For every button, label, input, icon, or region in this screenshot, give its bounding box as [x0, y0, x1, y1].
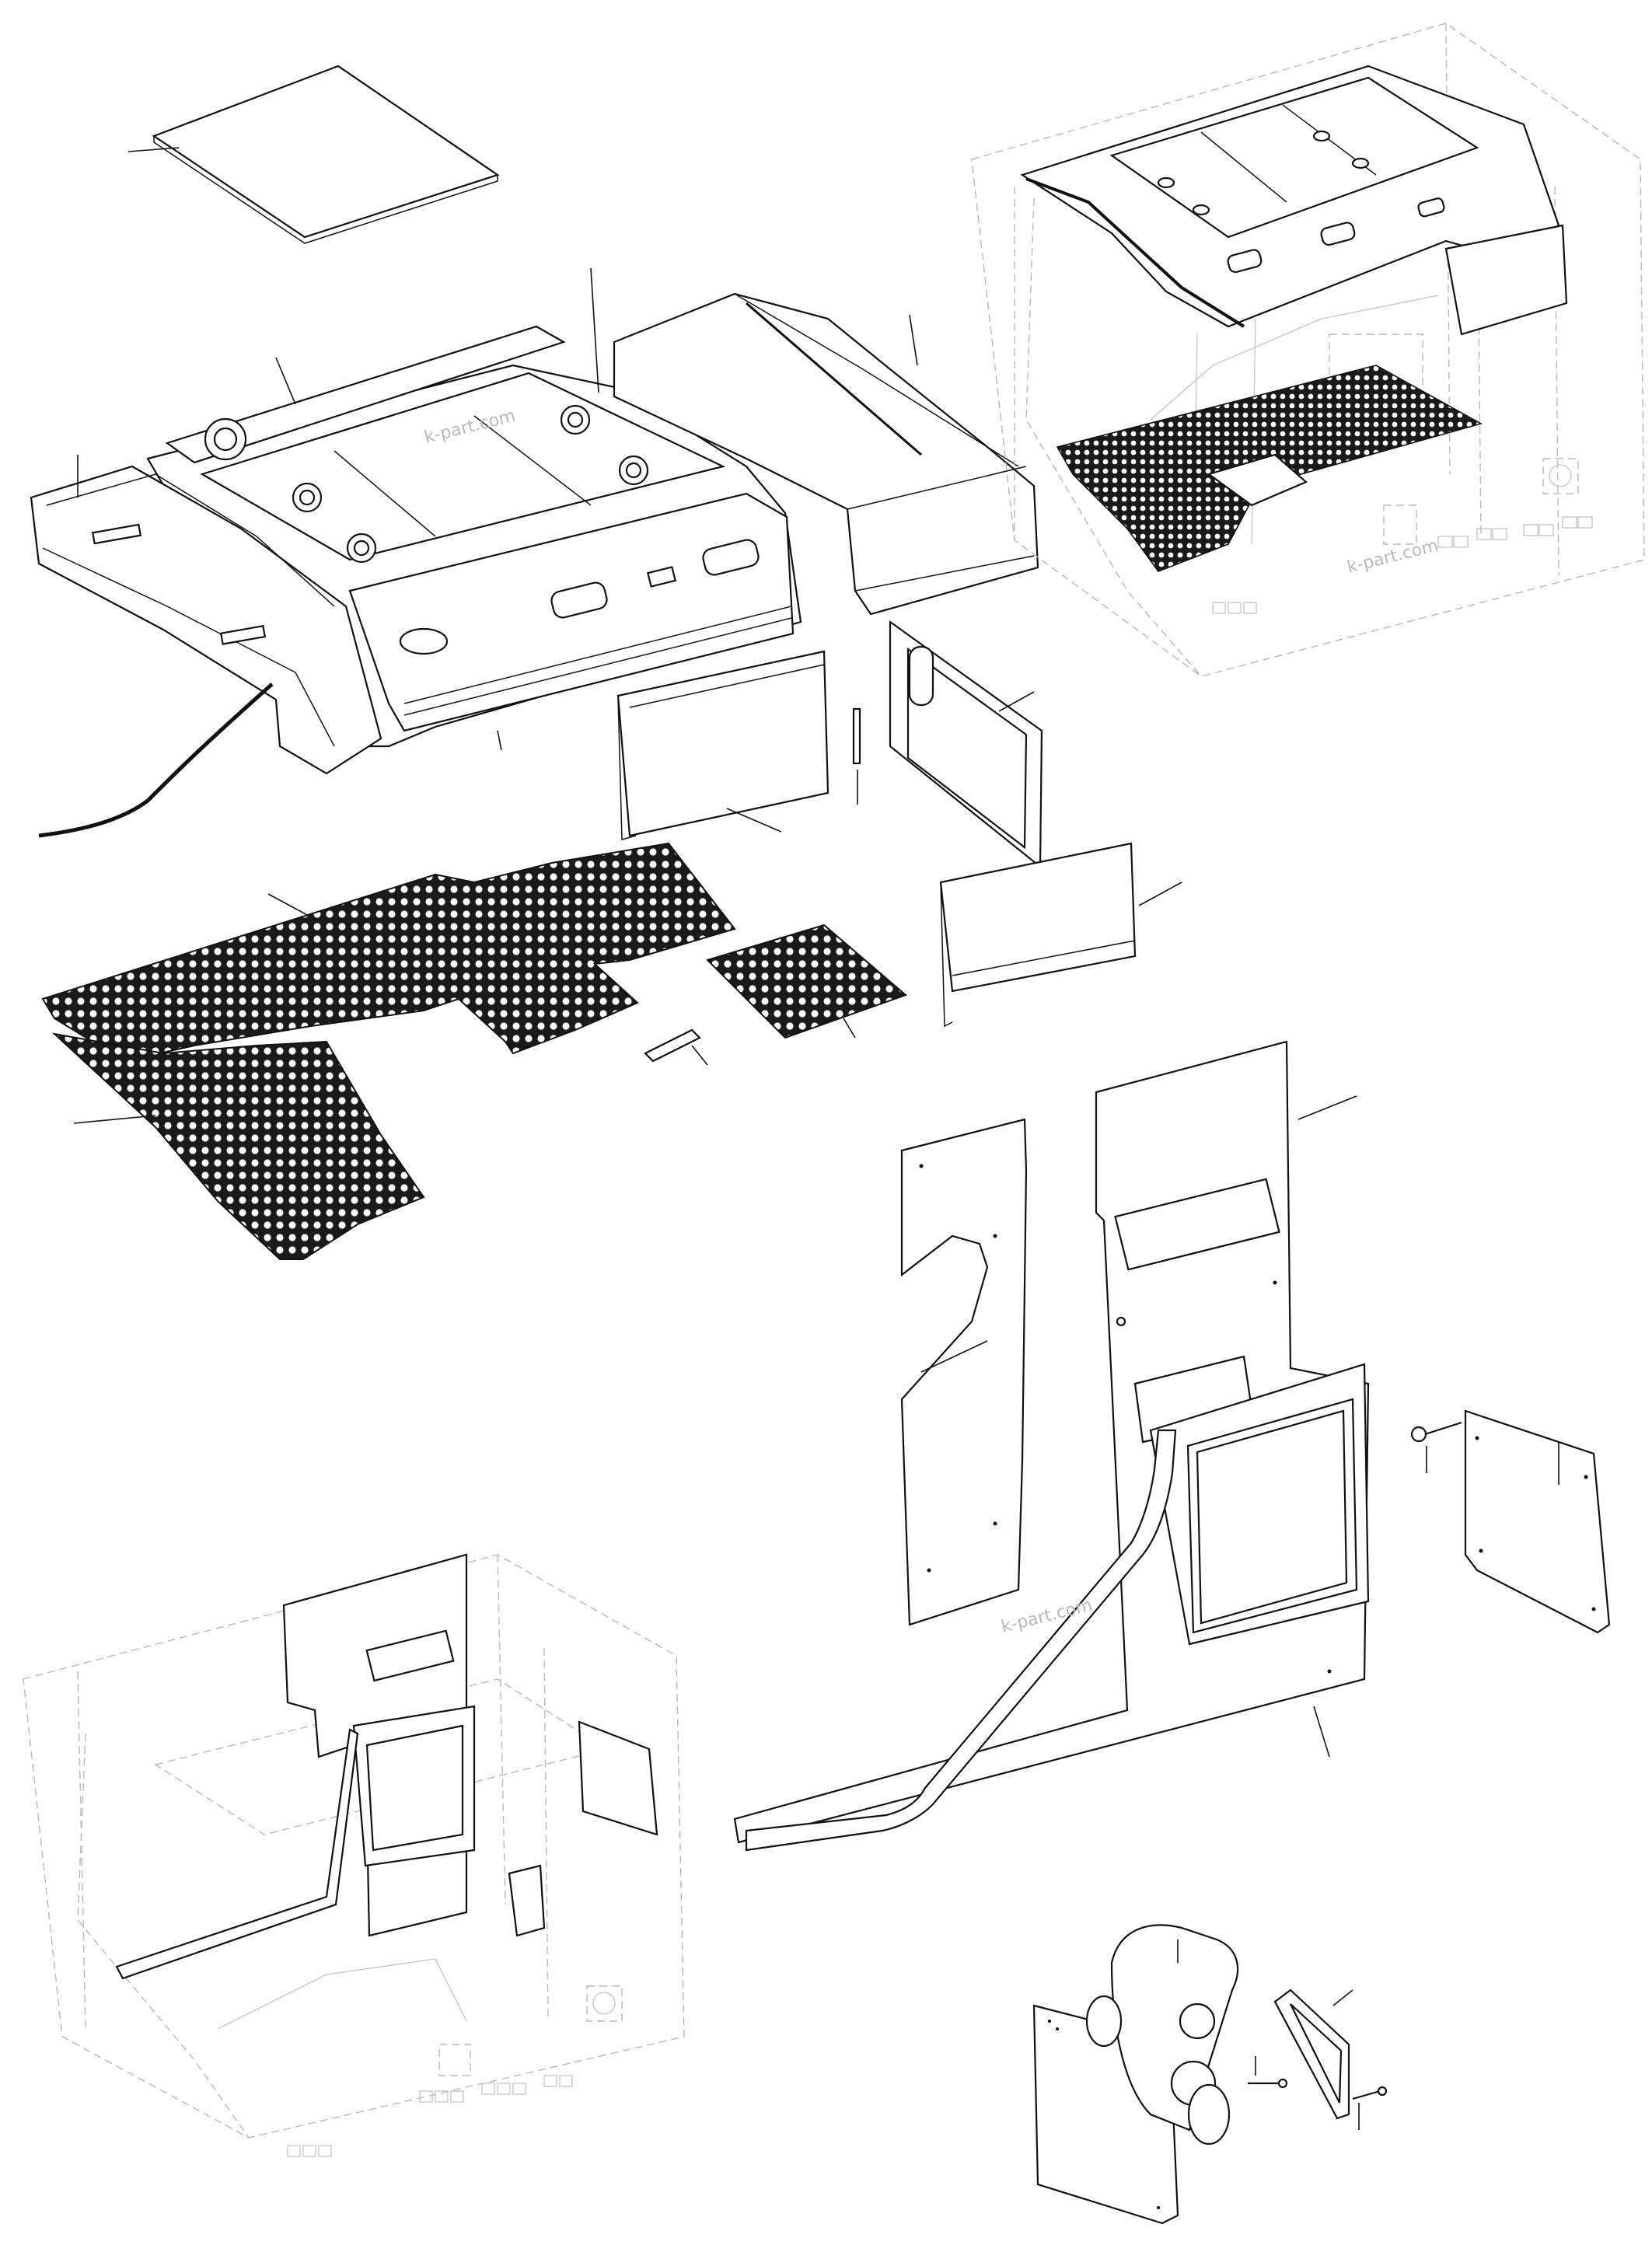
mat-trim-strip: [644, 1028, 708, 1066]
rear-window-frame: [745, 1363, 1370, 1852]
cab-assembly-top-right: [971, 23, 1645, 677]
floor-mat-lower: [51, 1032, 425, 1260]
window-frame-panel: [889, 620, 1043, 869]
watermark-middle-right: k-part.com: [999, 1596, 1094, 1637]
side-panel-left: [616, 650, 829, 840]
access-cover-plate: [1464, 1409, 1611, 1634]
headliner-center-panel: [30, 267, 802, 838]
speaker-housing: [1085, 1924, 1239, 2146]
floor-mat-main: [41, 842, 736, 1063]
headliner-front-panel: [613, 292, 1039, 616]
cab-assembly-bottom-left: [23, 1553, 685, 2157]
floor-mat-small: [706, 924, 907, 1039]
roof-pad: [127, 65, 500, 244]
rear-wall-panel-left: [900, 1118, 1028, 1626]
clip-strip: [852, 707, 861, 805]
speaker-bracket: [1273, 1988, 1353, 2120]
lower-side-panel: [939, 842, 1182, 1028]
watermark-top-right: k-part.com: [1345, 536, 1440, 578]
screw: [1410, 1421, 1462, 1473]
bracket-screws: [1248, 2056, 1388, 2130]
